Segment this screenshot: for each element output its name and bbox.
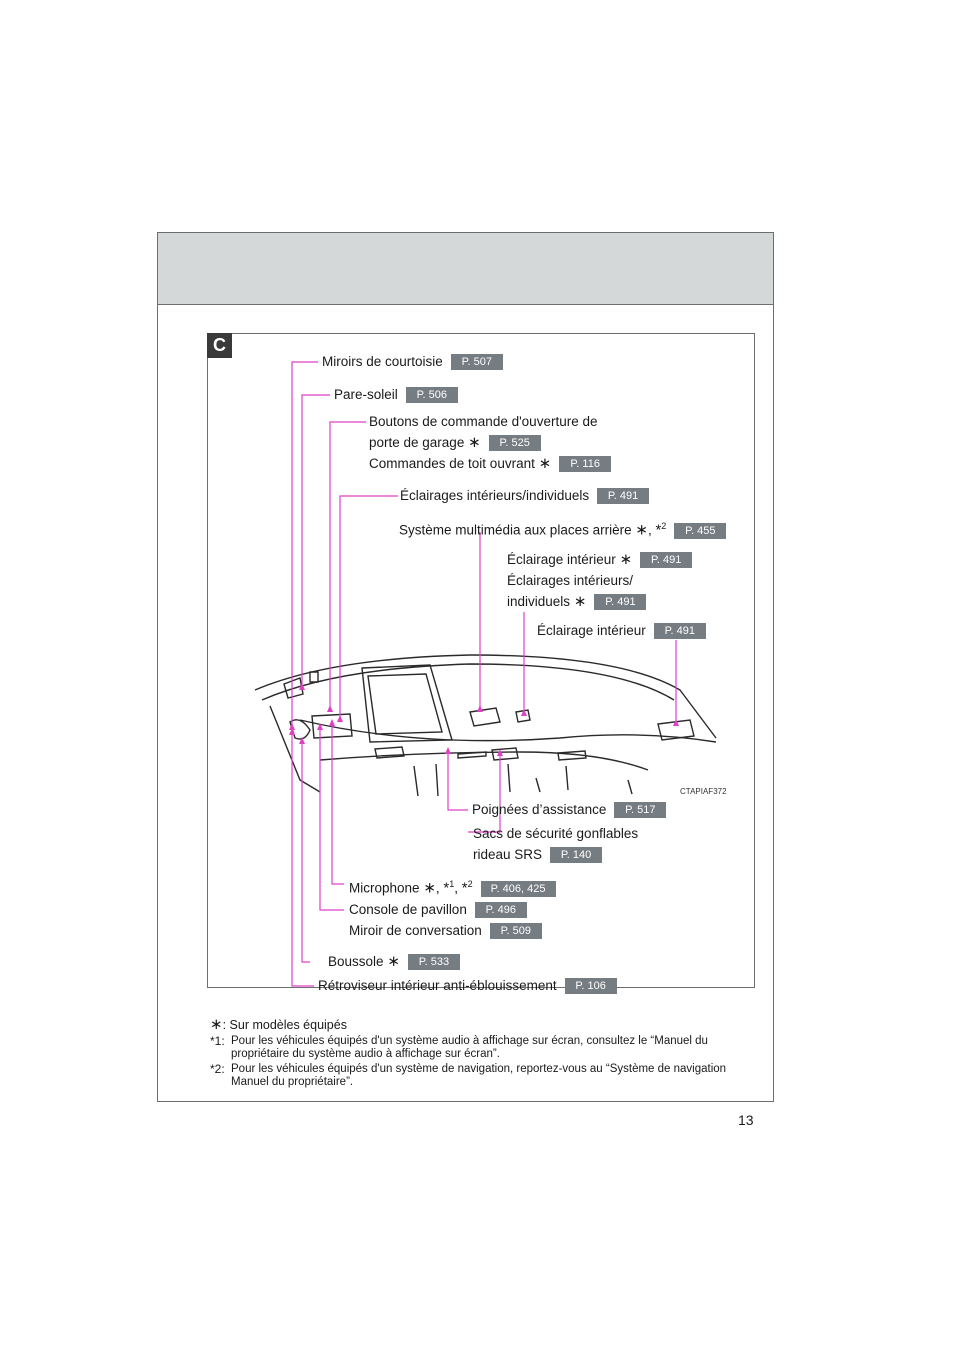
image-code: CTAPIAF372 bbox=[680, 787, 727, 796]
page-badge[interactable]: P. 106 bbox=[564, 978, 617, 995]
page-badge[interactable]: P. 140 bbox=[550, 847, 603, 864]
asterisk-mark: ∗ bbox=[468, 434, 481, 451]
asterisk-mark: ∗ bbox=[619, 551, 633, 568]
superscript: 2 bbox=[467, 879, 473, 889]
label-text: Miroirs de courtoisie bbox=[322, 354, 443, 369]
footnote-0: ∗: Sur modèles équipés bbox=[210, 1016, 750, 1033]
footnote-text: Pour les véhicules équipés d'un système … bbox=[231, 1063, 727, 1088]
star-mark: * bbox=[443, 879, 450, 897]
label-commandes: Commandes de toit ouvrant ∗ P. 116 bbox=[369, 455, 612, 473]
page-badge[interactable]: P. 506 bbox=[405, 387, 458, 404]
label-text: Commandes de toit ouvrant bbox=[369, 456, 535, 471]
label-pare-soleil: Pare-soleil P. 506 bbox=[334, 387, 458, 404]
asterisk-mark: ∗ bbox=[573, 593, 587, 610]
asterisk-mark: ∗ bbox=[423, 879, 436, 897]
star-mark: * bbox=[210, 1034, 215, 1048]
footnote-key: 2: bbox=[214, 1062, 225, 1076]
label-boutons-line1: Boutons de commande d'ouverture de bbox=[369, 414, 598, 429]
footnote-text: : Sur modèles équipés bbox=[222, 1018, 347, 1032]
page-badge[interactable]: P. 491 bbox=[597, 488, 650, 505]
page-badge[interactable]: P. 491 bbox=[640, 552, 693, 569]
diagram-panel bbox=[207, 333, 755, 988]
page-badge[interactable]: P. 496 bbox=[474, 902, 527, 919]
label-text: Éclairage intérieur bbox=[507, 552, 616, 567]
superscript: 1 bbox=[449, 879, 455, 889]
footnote-key: 1: bbox=[214, 1034, 225, 1048]
label-poignees: Poignées d’assistance P. 517 bbox=[472, 802, 667, 819]
page-badge[interactable]: P. 455 bbox=[674, 522, 727, 539]
label-text: rideau SRS bbox=[473, 847, 543, 862]
label-text: Système multimédia aux places arrière bbox=[399, 522, 632, 538]
label-eclairages-individuels: Éclairages intérieurs/individuels P. 491 bbox=[400, 488, 650, 505]
footnote-2: *2: Pour les véhicules équipés d'un systè… bbox=[210, 1063, 750, 1089]
label-boussole: Boussole ∗ P. 533 bbox=[328, 953, 460, 971]
footnotes: ∗: Sur modèles équipés *1:Pour les véhic… bbox=[210, 1016, 750, 1091]
label-sacs-line1: Sacs de sécurité gonflables bbox=[473, 826, 639, 841]
page-badge[interactable]: P. 517 bbox=[614, 802, 667, 819]
label-sacs-line2: rideau SRS P. 140 bbox=[473, 847, 603, 864]
label-eclairage-interieur-1: Éclairage intérieur ∗ P. 491 bbox=[507, 551, 693, 569]
asterisk-mark: ∗ bbox=[635, 521, 648, 539]
label-eclairage-interieur-2: Éclairage intérieur P. 491 bbox=[537, 623, 706, 640]
page-badge[interactable]: P. 491 bbox=[594, 594, 647, 611]
leader-lines bbox=[291, 361, 677, 987]
label-text: Rétroviseur intérieur anti-éblouissement bbox=[318, 978, 557, 993]
page-number: 13 bbox=[738, 1112, 754, 1128]
asterisk-mark: ∗ bbox=[210, 1016, 223, 1033]
label-eclairages-line1: Éclairages intérieurs/ bbox=[507, 573, 634, 588]
footnote-1: *1: Pour les véhicules équipés d'un systè… bbox=[210, 1035, 750, 1061]
frame-bottom bbox=[157, 1101, 774, 1102]
superscript: 2 bbox=[661, 521, 667, 531]
section-badge: C bbox=[207, 333, 232, 358]
frame-left bbox=[157, 232, 158, 1102]
label-miroir-conversation: Miroir de conversation P. 509 bbox=[349, 923, 542, 940]
label-eclairages-line2: individuels ∗ P. 491 bbox=[507, 593, 647, 611]
label-text: Éclairages intérieurs/individuels bbox=[400, 488, 590, 503]
asterisk-mark: ∗ bbox=[538, 455, 552, 472]
label-miroirs: Miroirs de courtoisie P. 507 bbox=[322, 354, 503, 371]
footnote-text: Pour les véhicules équipés d'un système … bbox=[231, 1035, 708, 1060]
frame-right bbox=[773, 232, 774, 1102]
label-systeme-multimedia: Système multimédia aux places arrière ∗,… bbox=[399, 518, 727, 539]
page-badge[interactable]: P. 406, 425 bbox=[480, 880, 556, 897]
page-badge[interactable]: P. 533 bbox=[407, 954, 460, 971]
leader-arrowheads bbox=[289, 683, 679, 756]
label-text: Pare-soleil bbox=[334, 387, 398, 402]
label-text: individuels bbox=[507, 594, 571, 609]
label-boutons-line2: porte de garage ∗ P. 525 bbox=[369, 434, 541, 452]
roof-illustration bbox=[254, 654, 717, 797]
label-text: porte de garage bbox=[369, 435, 465, 450]
label-retroviseur: Rétroviseur intérieur anti-éblouissement… bbox=[318, 978, 617, 995]
label-text: Microphone bbox=[349, 880, 420, 896]
page-badge[interactable]: P. 525 bbox=[488, 435, 541, 452]
star-mark: * bbox=[461, 879, 468, 897]
label-text: Poignées d’assistance bbox=[472, 802, 607, 817]
label-text: Éclairage intérieur bbox=[537, 623, 646, 638]
label-console: Console de pavillon P. 496 bbox=[349, 902, 527, 919]
asterisk-mark: ∗ bbox=[387, 953, 400, 970]
star-mark: * bbox=[210, 1062, 215, 1076]
label-text: Console de pavillon bbox=[349, 902, 467, 917]
page-badge[interactable]: P. 116 bbox=[559, 456, 612, 473]
page-badge[interactable]: P. 507 bbox=[450, 354, 503, 371]
header-band bbox=[157, 232, 774, 305]
label-text: Boussole bbox=[328, 954, 384, 969]
star-mark: * bbox=[655, 521, 662, 539]
page-badge[interactable]: P. 491 bbox=[653, 623, 706, 640]
label-text: Miroir de conversation bbox=[349, 923, 482, 938]
page-badge[interactable]: P. 509 bbox=[489, 923, 542, 940]
